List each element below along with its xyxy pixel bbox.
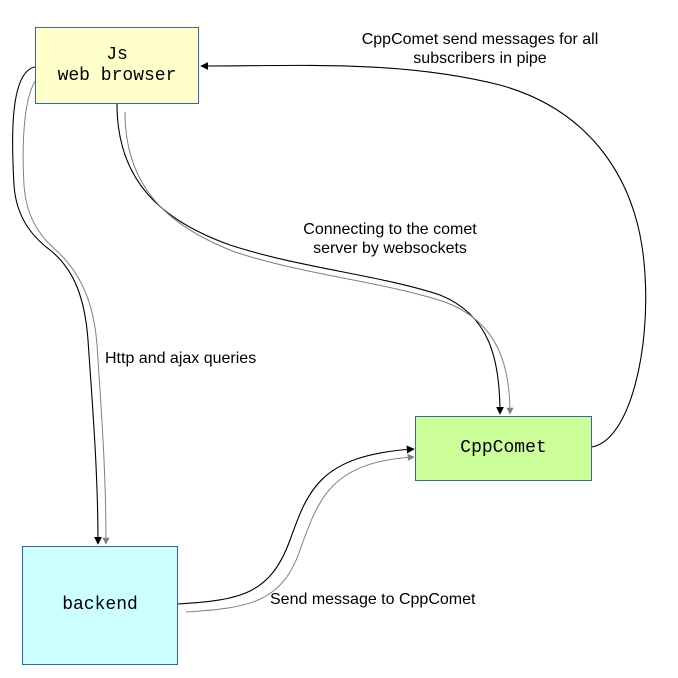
label-send-line-1: Send message to CppComet: [270, 591, 476, 608]
node-cppcomet-label: CppComet: [460, 438, 547, 458]
label-http: Http and ajax queries: [105, 349, 280, 368]
node-cppcomet[interactable]: CppComet: [415, 416, 592, 481]
node-web-browser-line-2: web browser: [57, 65, 177, 86]
edge-broadcast: [200, 61, 647, 448]
label-broadcast: CppComet send messages for all subscribe…: [340, 30, 620, 68]
edge-send-primary: [177, 445, 415, 605]
edge-http-secondary: [22, 73, 110, 545]
label-broadcast-line-1: CppComet send messages for all: [361, 31, 599, 48]
label-websockets-line-1: Connecting to the comet: [303, 221, 477, 238]
label-websockets: Connecting to the comet server by websoc…: [280, 220, 500, 258]
label-http-line-1: Http and ajax queries: [105, 350, 257, 367]
node-backend-label: backend: [62, 595, 138, 615]
edge-websockets-primary: [116, 103, 504, 415]
edge-http-primary: [12, 66, 102, 545]
edge-send-secondary: [185, 453, 415, 613]
label-websockets-line-2: server by websockets: [313, 240, 467, 257]
node-backend[interactable]: backend: [22, 546, 178, 665]
label-broadcast-line-2: subscribers in pipe: [413, 50, 547, 67]
node-web-browser[interactable]: Js web browser: [35, 27, 199, 104]
node-web-browser-line-1: Js: [106, 44, 128, 65]
label-send: Send message to CppComet: [270, 590, 505, 609]
edge-websockets-secondary: [124, 111, 514, 415]
